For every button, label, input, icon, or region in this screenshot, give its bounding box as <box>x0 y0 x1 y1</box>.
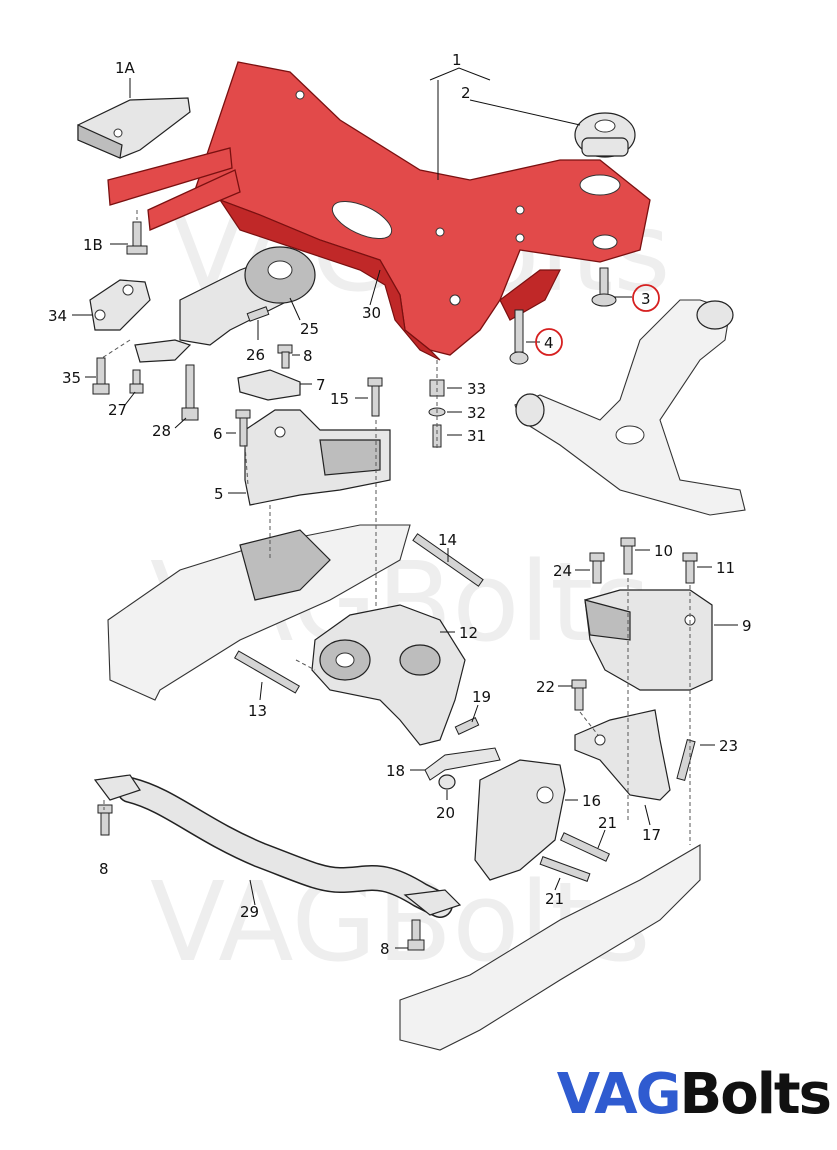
brand-logo-part2: Bolts <box>679 1062 832 1127</box>
bolt-24 <box>589 552 605 584</box>
callout-17: 17 <box>642 826 661 844</box>
callout-35: 35 <box>62 369 81 387</box>
callout-1a: 1A <box>115 59 136 77</box>
alignment-lines <box>101 210 691 845</box>
callout-30: 30 <box>362 304 381 322</box>
bolt-28 <box>181 364 199 421</box>
callout-25: 25 <box>300 320 319 338</box>
callout-6: 6 <box>213 425 223 443</box>
bolt-3 <box>591 267 617 307</box>
callout-8-left: 8 <box>99 860 109 878</box>
bushing-2 <box>574 112 636 158</box>
callout-34: 34 <box>48 307 67 325</box>
highlight-ring-4 <box>535 328 563 356</box>
callout-21b: 21 <box>545 890 564 908</box>
callout-1b: 1B <box>83 236 103 254</box>
bolt-13 <box>234 650 300 694</box>
bracket-12 <box>311 604 466 746</box>
callout-labels: 1 1A 1B 2 3 4 30 25 34 35 27 28 26 8 7 1… <box>48 51 752 958</box>
bolt-8-left <box>97 804 113 836</box>
callout-7: 7 <box>316 376 326 394</box>
callout-5: 5 <box>214 485 224 503</box>
bolt-22 <box>571 679 587 711</box>
callout-23: 23 <box>719 737 738 755</box>
callout-9: 9 <box>742 617 752 635</box>
bracket-16 <box>474 759 566 881</box>
callout-13: 13 <box>248 702 267 720</box>
bracket-18 <box>424 747 501 781</box>
callout-8-top: 8 <box>303 347 313 365</box>
bolt-1b <box>126 221 148 255</box>
callout-2: 2 <box>461 84 471 102</box>
bolt-21b <box>539 856 591 882</box>
bolt-6 <box>235 409 251 447</box>
callout-3: 3 <box>641 290 651 308</box>
callout-27: 27 <box>108 401 127 419</box>
bolt-11 <box>682 552 698 584</box>
subframe <box>194 61 651 361</box>
callout-19: 19 <box>472 688 491 706</box>
bolt-26 <box>246 306 270 322</box>
callout-18: 18 <box>386 762 405 780</box>
callout-21a: 21 <box>598 814 617 832</box>
leader-lines <box>72 67 738 949</box>
mount-9 <box>584 589 713 691</box>
callout-16: 16 <box>582 792 601 810</box>
rail-right <box>399 844 701 1051</box>
bolt-23 <box>676 739 696 781</box>
bracket-1b <box>107 147 241 231</box>
callout-20: 20 <box>436 804 455 822</box>
bolt-19 <box>454 717 480 735</box>
callout-22: 22 <box>536 678 555 696</box>
brand-logo-part1: VAG <box>556 1062 682 1127</box>
bracket-7 <box>237 369 301 401</box>
pipe-29 <box>93 774 462 918</box>
bolt-4 <box>509 309 529 365</box>
callout-11: 11 <box>716 559 735 577</box>
callout-29: 29 <box>240 903 259 921</box>
highlight-ring-3 <box>632 284 660 312</box>
nut-20 <box>438 774 456 790</box>
bolt-15 <box>367 377 383 417</box>
bolt-8-bottom <box>407 919 425 951</box>
callout-32: 32 <box>467 404 486 422</box>
callout-4: 4 <box>544 334 554 352</box>
callout-1: 1 <box>452 51 462 69</box>
callout-8-bottom: 8 <box>380 940 390 958</box>
callout-31: 31 <box>467 427 486 445</box>
bolt-27 <box>129 369 144 394</box>
control-arm <box>514 299 746 516</box>
brand-logo: VAGBolts <box>540 1060 832 1130</box>
bracket-17 <box>574 709 671 801</box>
bolt-21a <box>559 832 611 862</box>
callout-10: 10 <box>654 542 673 560</box>
callout-33: 33 <box>467 380 486 398</box>
callout-24: 24 <box>553 562 572 580</box>
callout-12: 12 <box>459 624 478 642</box>
bolt-10 <box>620 537 636 575</box>
bolt-35 <box>92 357 110 395</box>
bolt-8-top <box>277 344 293 369</box>
callout-28: 28 <box>152 422 171 440</box>
callout-14: 14 <box>438 531 457 549</box>
bracket-34 <box>89 279 151 331</box>
mount-5 <box>244 409 391 506</box>
callout-15: 15 <box>330 390 349 408</box>
pendulum-support <box>134 246 316 363</box>
plate-1a <box>77 97 191 159</box>
rail-left <box>107 524 411 701</box>
callout-26: 26 <box>246 346 265 364</box>
